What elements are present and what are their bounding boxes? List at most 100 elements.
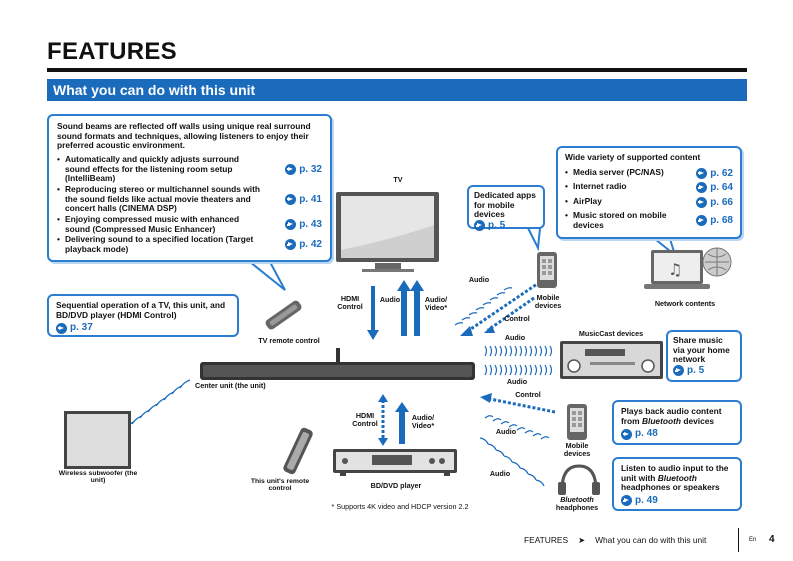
title-divider [47,68,747,72]
network-contents-label: Network contents [654,299,716,308]
network-item: •Internet radio p. 64 [565,181,733,194]
feature-item: •Reproducing stereo or multichannel soun… [57,183,322,214]
network-item: •Media server (PC/NAS) p. 62 [565,166,733,180]
mobile-device-top-icon [537,252,557,288]
bd-player-label: BD/DVD player [370,481,422,490]
footnote: * Supports 4K video and HDCP version 2.2 [331,502,469,511]
bluetooth-listen-callout: Listen to audio input to the unit with B… [612,457,742,511]
wave-headphones [479,437,545,487]
wave-top [454,287,513,326]
unit-remote-label: This unit's remote control [250,478,310,493]
musiccast-devices-label: MusicCast devices [578,329,644,338]
wave-musiccast-2 [484,364,553,376]
footer-section[interactable]: FEATURES [524,535,569,545]
feature-item: •Automatically and quickly adjusts surro… [57,153,322,184]
musiccast-receiver-icon [560,341,663,379]
mobile-devices-top-label: Mobile devices [534,293,562,310]
audio-label-mobile: Audio [468,275,490,284]
page-ref-link[interactable]: p. 43 [285,215,322,234]
arrow-right-icon [696,167,708,179]
audio-label-mc2: Audio [506,377,528,386]
arrow-right-icon [56,322,67,334]
section-banner: What you can do with this unit [47,79,747,101]
page-ref-link[interactable]: p. 62 [696,168,733,180]
feature-callout: Sound beams are reflected off walls usin… [47,114,332,262]
footer-subsection[interactable]: What you can do with this unit [595,535,707,545]
arrow-right-icon [474,220,485,232]
feature-item: •Delivering sound to a specified locatio… [57,234,322,254]
page-number: 4 [769,534,775,545]
network-item: •AirPlay p. 66 [565,195,733,209]
wave-bt-mobile [484,415,550,440]
globe-icon [702,247,732,277]
headphones-icon [558,464,600,495]
subwoofer-icon [64,411,131,469]
tv-remote-label: TV remote control [258,336,320,345]
audio-label-bt: Audio [495,427,517,436]
page-ref-link[interactable]: p. 68 [696,211,733,230]
page-ref-link[interactable]: p. 64 [696,182,733,194]
bluetooth-playback-text: Plays back audio content from Bluetooth … [621,406,722,426]
feature-list: •Automatically and quickly adjusts surro… [57,153,322,255]
arrow-right-icon [621,495,632,507]
arrow-right-icon [696,182,708,194]
page-ref-link[interactable]: p. 48 [621,428,658,440]
mobile-devices-bt-label: Mobile devices [563,441,591,458]
tv-label: TV [393,175,403,184]
arrow-right-icon [285,193,297,205]
page-ref-link[interactable]: p. 5 [673,365,704,377]
arrow-right-icon [696,215,708,227]
hdmi-control-callout: Sequential operation of a TV, this unit,… [47,294,239,337]
apps-callout: Dedicated apps for mobile devices p. 5 [467,185,545,232]
feature-item: •Enjoying compressed music with enhanced… [57,213,322,234]
network-item: •Music stored on mobile devices p. 68 [565,210,733,230]
unit-remote-icon [283,427,313,475]
arrow-right-icon [285,163,297,175]
page-ref-link[interactable]: p. 32 [285,155,322,184]
tv-icon [336,192,439,272]
musiccast-text: Share music via your home network [673,335,730,365]
wireless-subwoofer-label: Wireless subwoofer (the unit) [58,470,138,485]
page-title: FEATURES [47,38,177,65]
control-label-bt: Control [515,390,541,399]
language-code: En [749,537,757,543]
audio-label-headphones: Audio [489,469,511,478]
mobile-device-bt-icon [567,404,587,440]
control-label-top: Control [504,314,530,323]
arrow-right-icon [621,428,632,440]
center-unit-label: Center unit (the unit) [195,381,266,390]
page-ref-link[interactable]: p. 5 [474,220,505,232]
hdmi-control-label-top: HDMI Control [337,294,363,311]
feature-box-tail [247,261,286,291]
arrow-right-icon [673,365,684,377]
apps-text: Dedicated apps for mobile devices [474,190,536,220]
feature-intro: Sound beams are reflected off walls usin… [57,121,311,151]
breadcrumb-arrow-icon: ➤ [578,535,586,545]
tv-remote-icon [265,300,302,330]
page-ref-link[interactable]: p. 41 [285,185,322,214]
center-unit-icon [200,348,475,380]
hdmi-control-text: Sequential operation of a TV, this unit,… [56,300,226,320]
footer-breadcrumb: FEATURES ➤ What you can do with this uni… [524,535,706,545]
audio-video-label-top: Audio/ Video* [424,295,448,312]
audio-label-mc1: Audio [504,333,526,342]
arrow-right-icon [696,196,708,208]
page-ref-link[interactable]: p. 42 [285,235,322,254]
page-ref-link[interactable]: p. 66 [696,197,733,209]
svg-text:♫: ♫ [668,260,682,279]
page-ref-link[interactable]: p. 37 [56,322,93,334]
musiccast-callout: Share music via your home network p. 5 [666,330,742,382]
footer-divider [738,528,739,552]
arrow-right-icon [285,239,297,251]
network-list: •Media server (PC/NAS) p. 62 •Internet r… [565,166,733,231]
page-ref-link[interactable]: p. 49 [621,495,658,507]
laptop-icon: ♫ [644,250,710,289]
wave-subwoofer [123,379,191,431]
audio-label-top: Audio [379,295,401,304]
network-callout: Wide variety of supported content •Media… [556,146,742,239]
bluetooth-listen-text: Listen to audio input to the unit with B… [621,463,729,493]
bd-player-icon [333,449,457,476]
audio-video-label-bottom: Audio/ Video* [411,413,435,430]
